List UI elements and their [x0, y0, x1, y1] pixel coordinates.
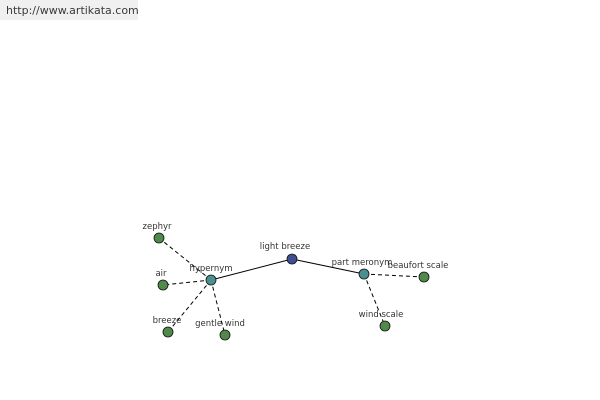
- node-beaufort-scale[interactable]: beaufort scale: [388, 261, 449, 283]
- edge-hypernym-to-breeze: [167, 279, 212, 333]
- edge-part-meronym-to-beaufort-scale: [363, 273, 425, 278]
- node-air-circle[interactable]: [157, 279, 169, 291]
- graph-nodes: light breeze hypernym part meronym zephyr ai…: [143, 222, 449, 341]
- node-gentle-wind-circle[interactable]: [219, 329, 231, 341]
- node-zephyr-circle[interactable]: [153, 232, 165, 244]
- node-light-breeze-circle[interactable]: [286, 253, 298, 265]
- node-hypernym[interactable]: hypernym: [189, 264, 233, 286]
- node-zephyr[interactable]: zephyr: [143, 222, 173, 244]
- node-breeze-circle[interactable]: [162, 326, 174, 338]
- node-air-label: air: [155, 269, 167, 279]
- node-zephyr-label: zephyr: [143, 222, 173, 232]
- node-light-breeze-label: light breeze: [260, 242, 310, 252]
- node-breeze-label: breeze: [153, 316, 182, 326]
- node-wind-scale-circle[interactable]: [379, 320, 391, 332]
- node-air[interactable]: air: [155, 269, 169, 291]
- node-beaufort-scale-label: beaufort scale: [388, 261, 449, 271]
- node-part-meronym-circle[interactable]: [358, 268, 370, 280]
- node-gentle-wind[interactable]: gentle wind: [195, 319, 245, 341]
- node-wind-scale-label: wind scale: [359, 310, 404, 320]
- node-wind-scale[interactable]: wind scale: [359, 310, 404, 332]
- node-part-meronym[interactable]: part meronym: [332, 258, 393, 280]
- node-part-meronym-label: part meronym: [332, 258, 393, 268]
- edge-light-breeze-to-part-meronym: [291, 258, 365, 275]
- node-hypernym-circle[interactable]: [205, 274, 217, 286]
- node-beaufort-scale-circle[interactable]: [418, 271, 430, 283]
- url-bar: http://www.artikata.com: [0, 0, 139, 20]
- node-gentle-wind-label: gentle wind: [195, 319, 245, 329]
- edge-part-meronym-to-wind-scale: [363, 273, 386, 327]
- node-hypernym-label: hypernym: [189, 264, 232, 274]
- node-breeze[interactable]: breeze: [153, 316, 182, 338]
- source-url-link[interactable]: http://www.artikata.com: [6, 4, 139, 17]
- edge-hypernym-to-air: [162, 279, 212, 286]
- node-light-breeze[interactable]: light breeze: [260, 242, 310, 265]
- graph-edges: [158, 237, 425, 336]
- edge-hypernym-to-gentle-wind: [210, 279, 226, 336]
- edge-light-breeze-to-hypernym: [210, 258, 293, 281]
